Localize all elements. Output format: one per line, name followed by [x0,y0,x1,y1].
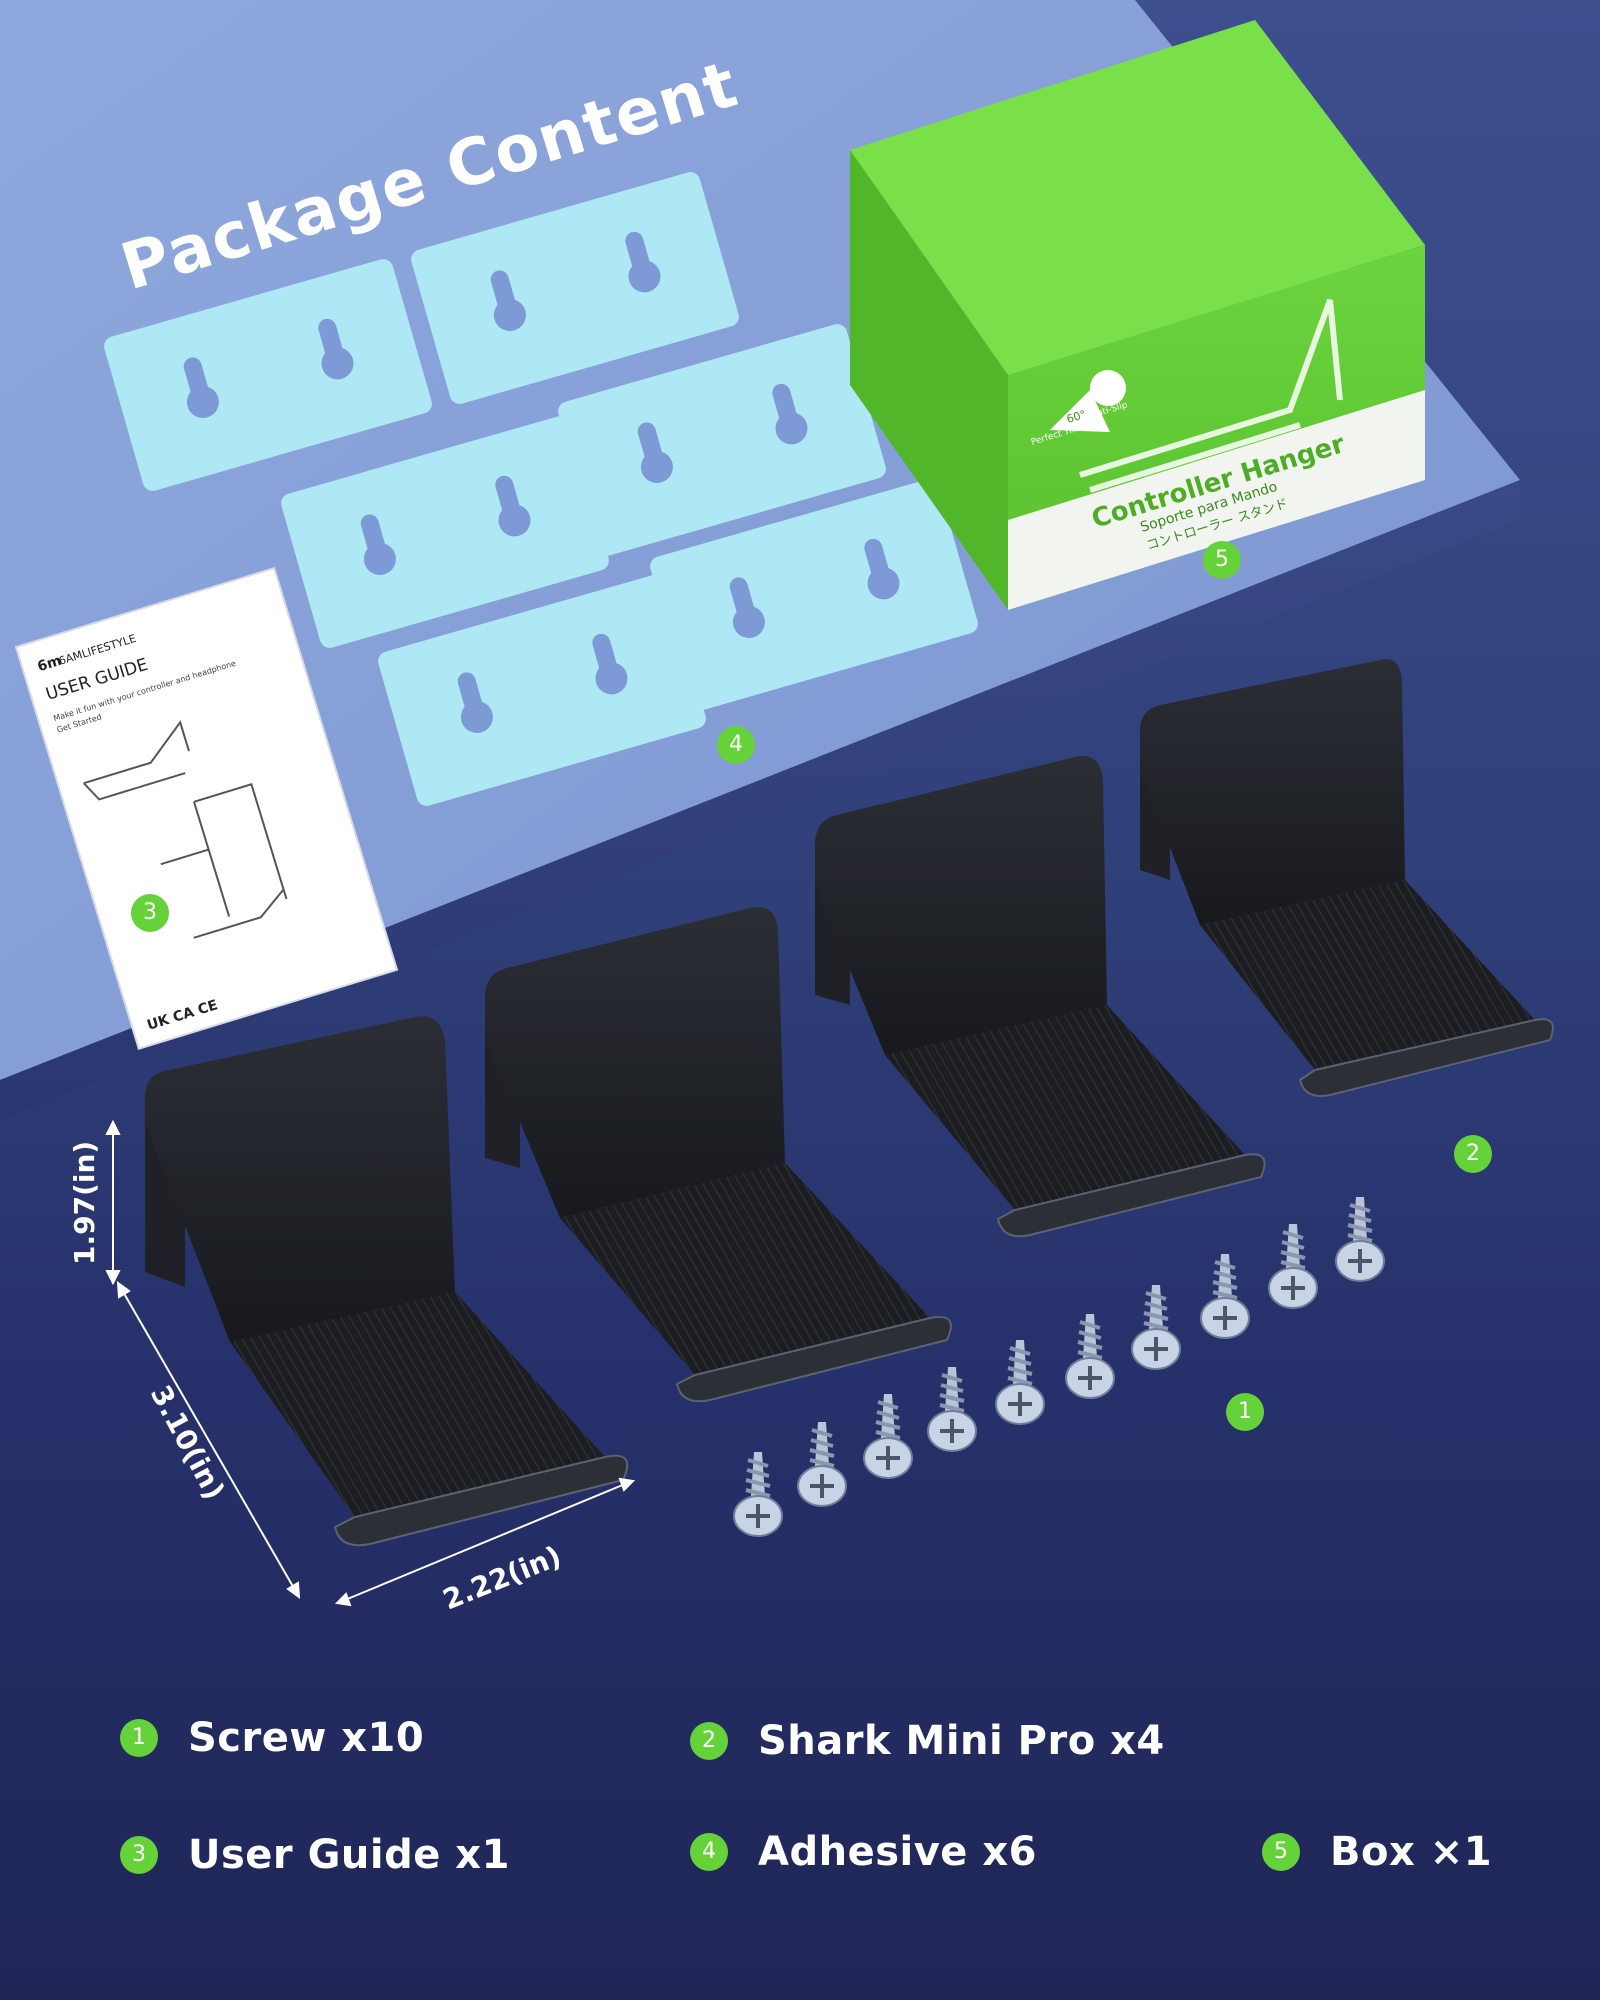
adhesive-pad [378,574,706,806]
legend-badge: 3 [120,1836,158,1874]
screw [1199,1252,1251,1340]
legend-label: Box ×1 [1330,1829,1493,1875]
callout-guide-badge: 3 [131,894,169,932]
legend-label: User Guide x1 [188,1832,510,1878]
hanger [485,906,952,1403]
guide-hanger-drawing [160,782,288,939]
user-guide: 6m 6AMLIFESTYLE USER GUIDE Make it fun w… [14,566,399,1050]
legend-item-screw: 1 Screw x10 [120,1715,424,1761]
screw [1064,1312,1116,1400]
legend-item-guide: 3 User Guide x1 [120,1832,510,1878]
legend-badge: 5 [1262,1833,1300,1871]
legend-label: Screw x10 [188,1715,425,1761]
box-label-band [1008,390,1425,610]
product-box: 60° Perfect Tilt Anti-Slip Controller Ha… [850,20,1425,610]
adhesive-pads [104,172,978,806]
screw [994,1338,1046,1426]
adhesive-pad [650,479,978,711]
box-top [850,20,1425,375]
hanger [145,1016,629,1547]
screw [796,1420,848,1508]
tilt-badge-icon [1050,390,1110,432]
screw [732,1450,784,1538]
legend-badge: 1 [120,1719,158,1757]
hanger [1140,659,1554,1097]
dimension-lines [105,1119,636,1607]
antislip-icon [1090,370,1126,406]
screw [862,1392,914,1480]
guide-hanger-drawing [83,720,190,801]
dimension-height: 1.97(in) [68,1141,101,1265]
legend-item-adhesive: 4 Adhesive x6 [690,1829,1037,1875]
guide-brand-mark: 6m [36,653,64,675]
legend-label: Shark Mini Pro x4 [758,1718,1165,1764]
screw [926,1365,978,1453]
adhesive-pad [281,416,609,648]
legend-badge: 4 [690,1833,728,1871]
dimension-depth: 3.10(in) [144,1380,231,1505]
dimension-width: 2.22(in) [438,1539,566,1616]
legend-badge: 2 [690,1722,728,1760]
callout-box-badge: 5 [1203,541,1241,579]
screw [1334,1195,1386,1283]
tilt-badge: 60° [1065,408,1087,426]
adhesive-pad [411,172,739,404]
hangers [145,659,1554,1547]
callout-screw-badge: 1 [1226,1393,1264,1431]
screw [1130,1283,1182,1371]
screw [1267,1222,1319,1310]
legend-item-hanger: 2 Shark Mini Pro x4 [690,1718,1165,1764]
callout-hanger-badge: 2 [1454,1135,1492,1173]
box-hanger-illustration [1079,298,1343,493]
legend-item-box: 5 Box ×1 [1262,1829,1492,1875]
box-left-side [850,150,1008,610]
adhesive-pad [558,324,886,556]
hanger [815,755,1266,1238]
callout-adhesive-badge: 4 [717,726,755,764]
adhesive-pad [104,259,432,491]
legend-label: Adhesive x6 [758,1829,1037,1875]
